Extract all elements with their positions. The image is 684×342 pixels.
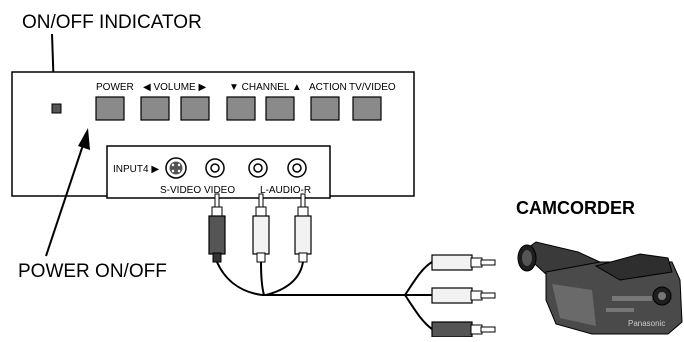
camcorder-plug-bottom bbox=[431, 321, 496, 338]
video-label: VIDEO bbox=[204, 185, 235, 196]
power-on-off-label: POWER ON/OFF bbox=[18, 261, 167, 282]
camcorder-plug-middle bbox=[431, 287, 496, 304]
volume-buttons-label: ◀ VOLUME ▶ bbox=[143, 82, 206, 93]
tv-video-button[interactable] bbox=[352, 96, 382, 121]
s-video-label: S-VIDEO bbox=[160, 185, 201, 196]
channel-buttons-label: ▼ CHANNEL ▲ bbox=[229, 82, 302, 93]
audio-right-jack[interactable] bbox=[287, 158, 307, 178]
video-plug-tv bbox=[208, 193, 226, 263]
audio-left-jack[interactable] bbox=[248, 158, 268, 178]
audio-left-plug-tv bbox=[252, 193, 270, 263]
action-button-label: ACTION bbox=[309, 82, 347, 93]
channel-up-button[interactable] bbox=[265, 96, 295, 121]
tv-video-button-label: TV/VIDEO bbox=[349, 82, 396, 93]
camcorder-plug-top bbox=[431, 254, 496, 271]
volume-down-button[interactable] bbox=[140, 96, 170, 121]
power-button[interactable] bbox=[95, 96, 125, 121]
input4-label: INPUT4 ▶ bbox=[113, 164, 159, 175]
camcorder-label: CAMCORDER bbox=[516, 198, 635, 218]
on-off-indicator-light bbox=[51, 103, 62, 114]
audio-label: L-AUDIO-R bbox=[260, 185, 311, 196]
camcorder-brand-logo: Panasonic bbox=[628, 319, 665, 328]
camcorder-image: Panasonic bbox=[517, 241, 683, 335]
power-arrow bbox=[45, 128, 90, 257]
volume-up-button[interactable] bbox=[180, 96, 210, 121]
audio-right-plug-tv bbox=[294, 193, 312, 263]
power-button-label: POWER bbox=[96, 82, 134, 93]
action-button[interactable] bbox=[310, 96, 340, 121]
av-cable-bundle bbox=[216, 261, 433, 330]
s-video-jack[interactable] bbox=[165, 157, 187, 179]
on-off-indicator-label: ON/OFF INDICATOR bbox=[22, 12, 202, 33]
channel-down-button[interactable] bbox=[226, 96, 256, 121]
video-jack[interactable] bbox=[205, 158, 225, 178]
